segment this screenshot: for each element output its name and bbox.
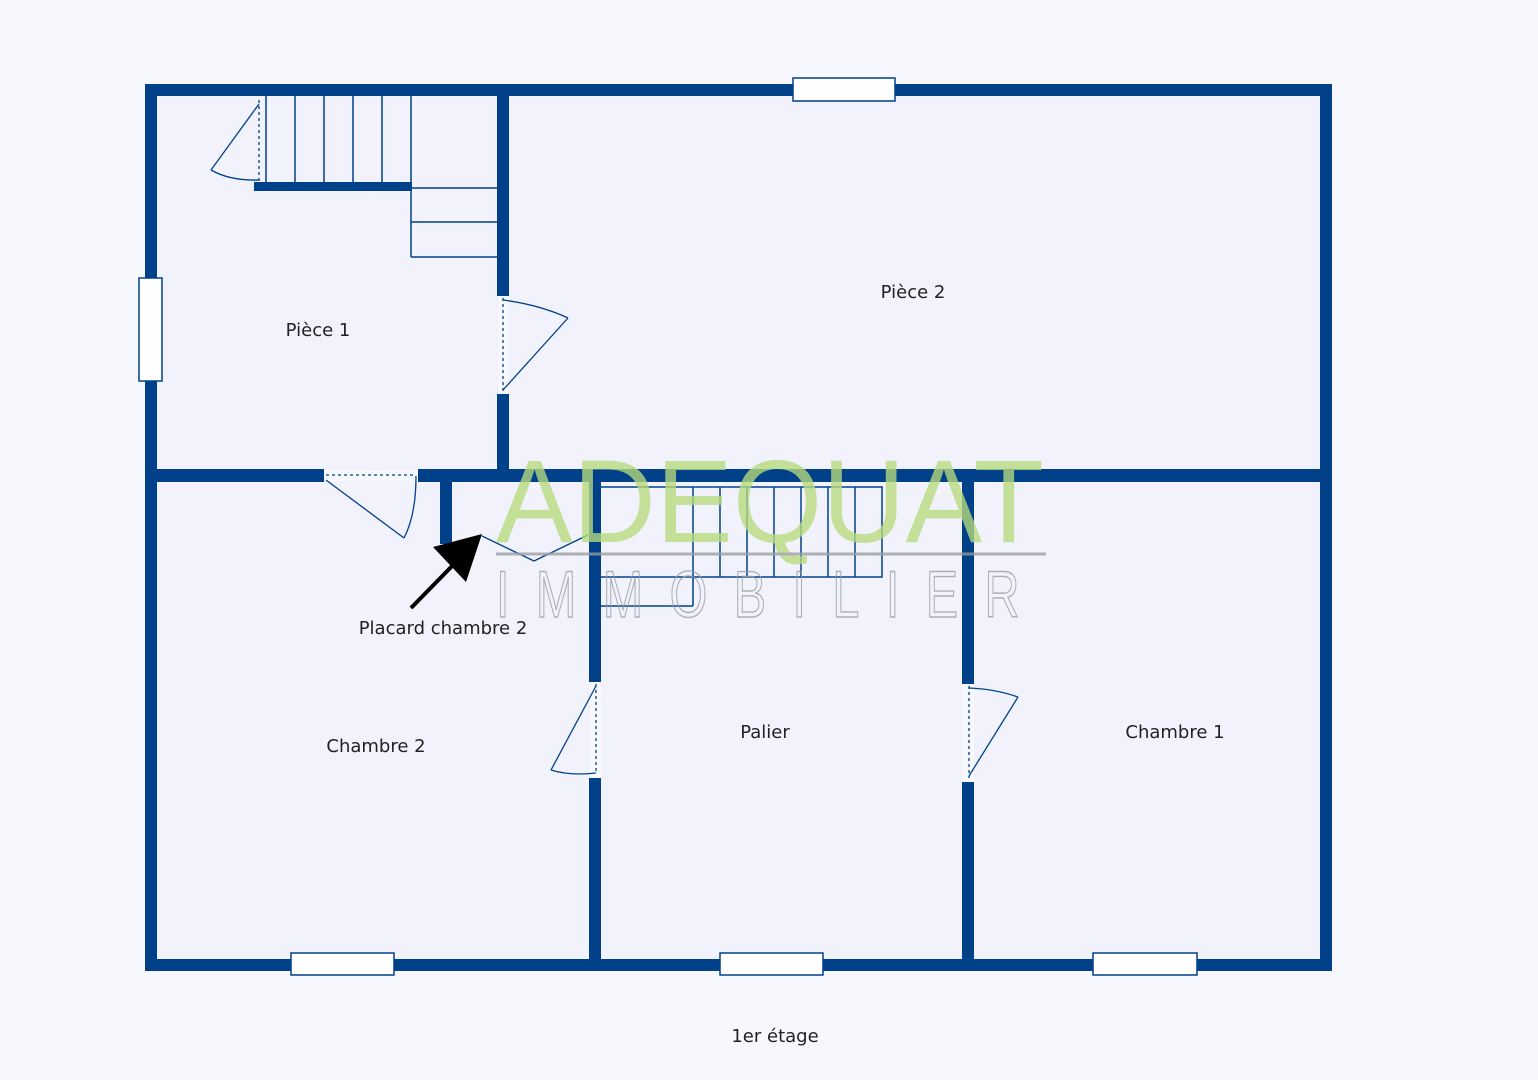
- watermark: ADEQUAT IMMOBILIER: [495, 436, 1046, 632]
- window-bottom-chambre-1: [1092, 952, 1198, 976]
- stair-landing-wall: [254, 182, 412, 191]
- room-label-palier: Palier: [740, 722, 790, 743]
- room-label-chambre-1: Chambre 1: [1125, 722, 1224, 743]
- room-label-piece-2: Pièce 2: [881, 282, 946, 303]
- room-label-chambre-2: Chambre 2: [326, 736, 425, 757]
- window-left: [138, 277, 163, 382]
- door-piece-1-piece-2: [499, 296, 569, 394]
- window-bottom-chambre-2: [290, 952, 395, 976]
- windows: [138, 77, 1198, 976]
- door-placard: [481, 534, 589, 562]
- room-label-piece-1: Pièce 1: [286, 320, 351, 341]
- watermark-subtitle: IMMOBILIER: [496, 557, 1046, 631]
- door-palier-chambre-1: [963, 684, 1019, 782]
- staircase-palier: [599, 486, 883, 607]
- annotation-placard: Placard chambre 2: [359, 618, 528, 639]
- door-stairs: [210, 100, 261, 181]
- door-chambre-2-palier: [550, 682, 601, 778]
- arrow-icon: [409, 534, 482, 610]
- watermark-brand: ADEQUAT: [496, 436, 1044, 568]
- window-bottom-palier: [719, 952, 824, 976]
- staircase-piece-1: [265, 96, 497, 258]
- door-piece-1-chambre-2: [324, 470, 418, 539]
- floor-label: 1er étage: [731, 1026, 818, 1047]
- doors: [210, 100, 1019, 782]
- window-top: [792, 77, 896, 102]
- floor-area: [150, 90, 1326, 965]
